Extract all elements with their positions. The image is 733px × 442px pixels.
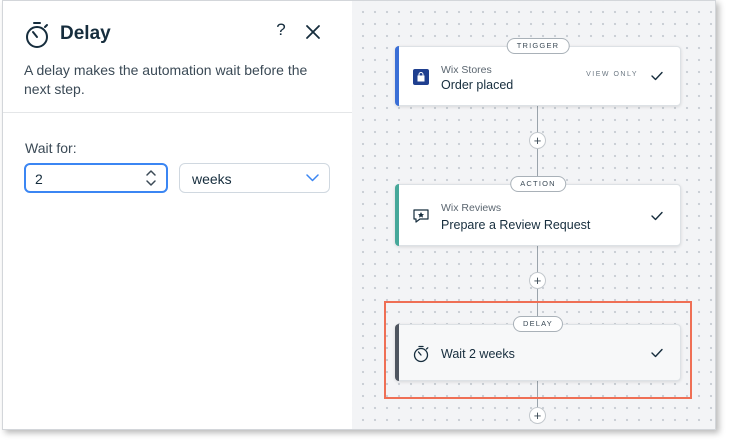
connector-line (537, 289, 538, 325)
connector-line (537, 105, 538, 139)
add-step-button[interactable]: + (529, 272, 546, 289)
card-accent (395, 184, 399, 246)
stopwatch-icon (413, 345, 429, 363)
trigger-badge: TRIGGER (506, 38, 570, 54)
action-card[interactable]: ACTION Wix Reviews Prepare a Review Requ… (395, 176, 681, 246)
wait-unit-value: weeks (192, 171, 232, 187)
help-button[interactable]: ? (276, 20, 286, 39)
wait-for-label: Wait for: (25, 140, 77, 156)
action-badge: ACTION (510, 176, 566, 192)
add-step-button[interactable]: + (529, 132, 546, 149)
panel-header: Delay ? A delay makes the automation wai… (3, 1, 352, 113)
shopping-bag-icon (413, 69, 429, 85)
check-icon (651, 71, 663, 81)
action-step-name: Prepare a Review Request (441, 218, 591, 232)
connector-line (537, 149, 538, 185)
card-accent (395, 46, 399, 106)
action-app-name: Wix Reviews (441, 202, 502, 214)
review-chat-icon (413, 209, 429, 223)
delay-step-name: Wait 2 weeks (441, 347, 515, 361)
panel-description: A delay makes the automation wait before… (24, 62, 308, 97)
automation-canvas[interactable]: + + + TRIGGER Wix Stores Order placed VI… (352, 1, 715, 429)
delay-badge: DELAY (512, 316, 564, 332)
card-accent (395, 324, 399, 381)
panel-title: Delay (60, 23, 111, 44)
connector-line (537, 246, 538, 272)
trigger-step-name: Order placed (441, 78, 514, 92)
connector-line (537, 381, 538, 407)
wait-amount-field[interactable] (24, 163, 168, 193)
check-icon (651, 211, 663, 221)
trigger-card[interactable]: TRIGGER Wix Stores Order placed VIEW ONL… (395, 38, 681, 106)
automation-editor-window: Delay ? A delay makes the automation wai… (2, 0, 716, 430)
view-only-label: VIEW ONLY (586, 71, 638, 78)
wait-unit-dropdown[interactable]: weeks (179, 163, 330, 193)
delay-card[interactable]: DELAY Wait 2 weeks (395, 316, 681, 381)
stopwatch-icon (26, 22, 48, 48)
delay-settings-panel: Delay ? A delay makes the automation wai… (3, 1, 352, 429)
trigger-app-name: Wix Stores (441, 64, 492, 76)
up-down-chevron-icon[interactable] (145, 168, 157, 188)
add-step-button[interactable]: + (529, 407, 546, 424)
wait-amount-input[interactable] (35, 169, 131, 189)
check-icon (651, 348, 663, 358)
close-icon[interactable] (302, 21, 324, 43)
chevron-down-icon (306, 174, 319, 182)
